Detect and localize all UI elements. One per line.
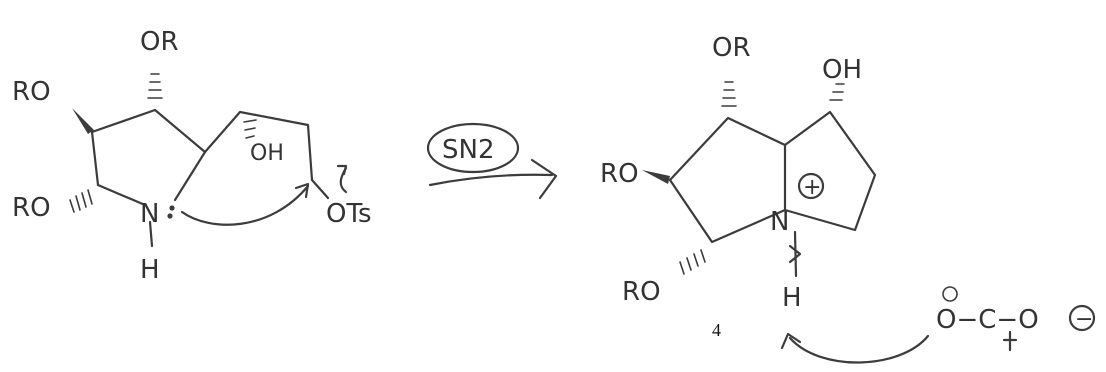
product-ro-bottom-label: RO <box>622 277 661 307</box>
reactant-molecule: OR RO RO OH OTs N H <box>12 27 372 285</box>
base-structure-label: O−C−O <box>936 305 1039 335</box>
product-hash-or <box>721 81 737 107</box>
reactant-bond-c4n <box>173 150 207 202</box>
reaction-arrow-group: SN2 <box>426 122 558 200</box>
reactant-bond-c2c3 <box>90 108 157 134</box>
product-ro-left-label: RO <box>600 159 639 189</box>
compound-number: 4 <box>712 320 721 340</box>
product-n-label: N <box>770 207 789 237</box>
reactant-bond-c2c1 <box>90 130 100 187</box>
reactant-n-label: N <box>140 199 159 229</box>
reactant-bond-c3c4 <box>153 108 207 154</box>
reactant-h-label: H <box>140 255 160 285</box>
reactant-ro-left-label: RO <box>12 77 51 107</box>
sn2-circle <box>426 122 520 174</box>
base-charge-circle <box>1068 304 1096 332</box>
reactant-hash-oh <box>243 119 257 139</box>
product-h-label: H <box>782 283 802 313</box>
reactant-bond-nh <box>148 220 154 248</box>
curved-arrow-deprotonation <box>788 334 930 364</box>
product-bond-nh <box>793 230 798 278</box>
reactant-or-label: OR <box>140 27 179 57</box>
product-left-ring <box>668 116 787 244</box>
product-hash-oh <box>829 83 845 101</box>
curved-arrow-nucleophile <box>180 184 310 226</box>
reactant-ro-bottom-label: RO <box>12 193 51 223</box>
product-wedge-ro <box>642 170 670 184</box>
base-charge-circle-small <box>942 286 958 302</box>
product-right-ring <box>783 110 877 232</box>
reactant-hash-ro <box>69 189 93 213</box>
product-molecule: + OR OH RO RO N H 4 <box>600 33 930 364</box>
sn2-label: SN2 <box>442 135 495 165</box>
base-molecule: O−C−O − <box>936 286 1096 352</box>
base-charge-label: − <box>1075 307 1093 332</box>
reactant-wedge-ro <box>72 108 94 134</box>
lone-pair-dot <box>169 205 175 211</box>
reactant-oh-label: OH <box>250 141 284 166</box>
product-oh-label: OH <box>822 55 862 85</box>
product-hash-ro <box>679 249 706 275</box>
reaction-arrow <box>428 173 554 187</box>
product-or-label: OR <box>712 33 751 63</box>
product-charge-label: + <box>803 175 821 200</box>
reactant-bond-cots <box>310 178 330 200</box>
reactant-ots-label: OTs <box>326 199 372 229</box>
base-carbonyl-mark <box>1002 330 1018 352</box>
product-charge-circle <box>797 172 825 200</box>
reactant-hash-or <box>147 73 163 99</box>
reactant-side-chain <box>203 110 314 182</box>
reactant-bond-c1n <box>96 183 147 207</box>
